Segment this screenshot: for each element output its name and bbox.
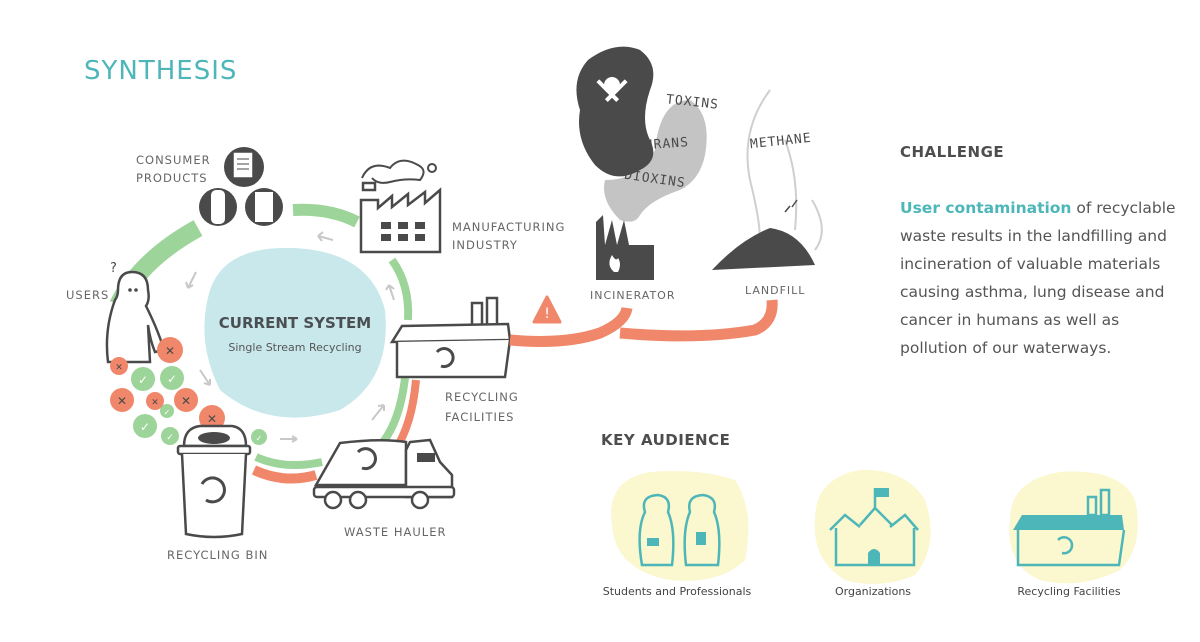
audience-label-recycling-facilities: Recycling Facilities bbox=[1017, 585, 1121, 598]
audience-organizations-icon bbox=[814, 469, 931, 584]
svg-text:?: ? bbox=[110, 261, 117, 276]
current-system-subtitle: Single Stream Recycling bbox=[228, 341, 362, 354]
outflow-line bbox=[509, 306, 633, 347]
svg-text:✓: ✓ bbox=[256, 434, 263, 443]
svg-text:✕: ✕ bbox=[165, 344, 175, 358]
consumer-products-icon bbox=[199, 147, 283, 226]
user-figure-icon: ? bbox=[105, 261, 166, 364]
manufacturing-label: MANUFACTURING INDUSTRY bbox=[452, 218, 565, 254]
svg-text:✓: ✓ bbox=[166, 433, 174, 443]
current-system-blob bbox=[204, 247, 386, 418]
warning-icon: ! bbox=[532, 295, 562, 324]
current-system-title: CURRENT SYSTEM bbox=[218, 314, 372, 332]
svg-text:✕: ✕ bbox=[181, 394, 191, 408]
svg-text:✓: ✓ bbox=[167, 372, 177, 386]
landfill-icon bbox=[712, 199, 815, 270]
svg-text:✕: ✕ bbox=[207, 412, 217, 426]
waste-hauler-icon bbox=[312, 438, 456, 510]
audience-students-icon bbox=[611, 471, 749, 581]
manufacturing-label-line1: MANUFACTURING bbox=[452, 220, 566, 234]
recycling-facility-icon bbox=[389, 296, 512, 379]
key-audience-heading: KEY AUDIENCE bbox=[601, 431, 731, 449]
smoke-dark bbox=[576, 46, 654, 177]
recycling-facilities-label-line1: RECYCLING bbox=[445, 390, 519, 404]
challenge-heading: CHALLENGE bbox=[900, 143, 1005, 161]
recycling-facilities-label: RECYCLING FACILITIES bbox=[445, 387, 519, 427]
svg-text:✕: ✕ bbox=[117, 394, 127, 408]
incinerator-label: INCINERATOR bbox=[590, 289, 676, 302]
users-label: USERS bbox=[66, 288, 110, 302]
svg-text:✓: ✓ bbox=[164, 408, 171, 417]
audience-recycling-facilities-icon bbox=[1009, 471, 1138, 584]
challenge-highlight: User contamination bbox=[900, 199, 1072, 217]
svg-text:✓: ✓ bbox=[138, 373, 148, 387]
consumer-products-label: CONSUMER PRODUCTS bbox=[136, 151, 211, 187]
manufacturing-label-line2: INDUSTRY bbox=[452, 238, 518, 252]
audience-label-students: Students and Professionals bbox=[602, 585, 752, 598]
landfill-label: LANDFILL bbox=[745, 284, 806, 297]
svg-text:✕: ✕ bbox=[151, 398, 159, 408]
cycle-arc-bottom-orange bbox=[251, 465, 318, 484]
audience-label-organizations: Organizations bbox=[834, 585, 912, 598]
recycling-bin-label: RECYCLING BIN bbox=[167, 548, 269, 562]
challenge-body: of recyclable waste results in the landf… bbox=[900, 199, 1176, 357]
recycling-facilities-label-line2: FACILITIES bbox=[445, 410, 515, 424]
svg-text:✓: ✓ bbox=[140, 420, 150, 434]
waste-hauler-label: WASTE HAULER bbox=[344, 525, 447, 539]
landfill-line bbox=[619, 299, 778, 342]
svg-text:!: ! bbox=[544, 306, 550, 322]
svg-text:✕: ✕ bbox=[115, 363, 123, 373]
consumer-products-label-line2: PRODUCTS bbox=[136, 171, 208, 185]
cycle-arc-top bbox=[292, 203, 360, 228]
recycling-bin-icon bbox=[176, 424, 252, 539]
cycle-arc-right-lower bbox=[379, 377, 409, 445]
cycle-arc-bottom bbox=[254, 453, 323, 469]
flow-arrows bbox=[185, 231, 395, 443]
contamination-items: ✕ ✕ ✓ ✓ ✕ ✕ ✕ ✓ ✓ ✓ ✓ ✕ bbox=[110, 337, 267, 445]
consumer-products-label-line1: CONSUMER bbox=[136, 153, 211, 167]
challenge-text: User contamination of recyclable waste r… bbox=[900, 194, 1190, 362]
skull-crossbones-icon bbox=[596, 77, 628, 102]
page-title: SYNTHESIS bbox=[84, 56, 238, 86]
incinerator-icon bbox=[596, 215, 654, 280]
cycle-arc-right bbox=[388, 257, 413, 321]
factory-icon bbox=[359, 159, 442, 254]
methane-lines bbox=[746, 89, 823, 251]
smoke-light bbox=[604, 100, 707, 222]
